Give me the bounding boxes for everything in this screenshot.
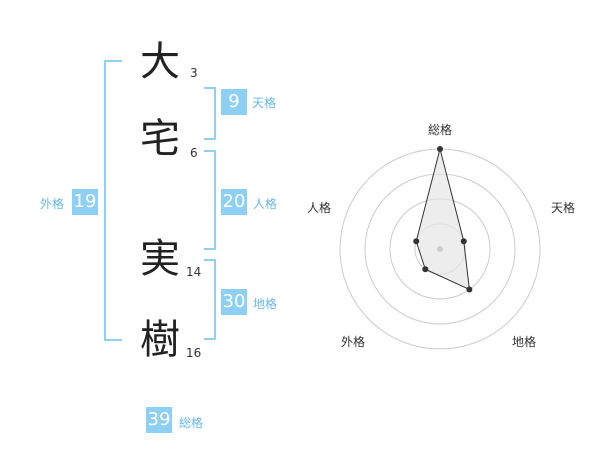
- radar-point-5: [413, 238, 420, 245]
- gaikaku-bracket: [104, 60, 122, 341]
- radar-series-area: [415, 148, 470, 291]
- jinkaku-bracket: [204, 150, 216, 250]
- stroke-count-3: 14: [186, 265, 202, 279]
- soukaku-value-badge: 39: [146, 407, 172, 433]
- tenkaku-label: 天格: [252, 96, 277, 110]
- gaikaku-label: 外格: [40, 197, 65, 211]
- name-char-2: 宅: [140, 116, 180, 162]
- gaikaku-value-badge: 19: [72, 189, 98, 215]
- chikaku-bracket: [204, 259, 216, 340]
- chikaku-value-badge: 30: [221, 289, 247, 315]
- name-char-3: 実: [140, 236, 180, 282]
- name-char-1: 大: [140, 39, 180, 85]
- radar-axis-label-gaikaku: 外格: [340, 335, 365, 349]
- soukaku-label: 総格: [179, 416, 204, 430]
- stroke-count-4: 16: [186, 346, 202, 360]
- radar-axis-label-soukaku: 総格: [427, 123, 452, 137]
- radar-point-2: [460, 238, 467, 245]
- stroke-count-2: 6: [190, 146, 198, 160]
- radar-axis-label-chikaku: 地格: [511, 335, 536, 349]
- radar-center-dot: [437, 246, 443, 252]
- radar-point-4: [422, 266, 429, 273]
- tenkaku-value-badge: 9: [221, 89, 247, 115]
- jinkaku-value-badge: 20: [221, 189, 247, 215]
- radar-axis-label-tenkaku: 天格: [550, 201, 575, 215]
- radar-point-3: [466, 286, 473, 293]
- radar-axis-label-jinkaku: 人格: [306, 201, 331, 215]
- jinkaku-label: 人格: [253, 197, 278, 211]
- tenkaku-bracket: [204, 87, 216, 140]
- stroke-count-1: 3: [190, 66, 198, 80]
- radar-point-1: [437, 146, 443, 152]
- name-char-4: 樹: [140, 317, 180, 363]
- chikaku-label: 地格: [253, 297, 278, 311]
